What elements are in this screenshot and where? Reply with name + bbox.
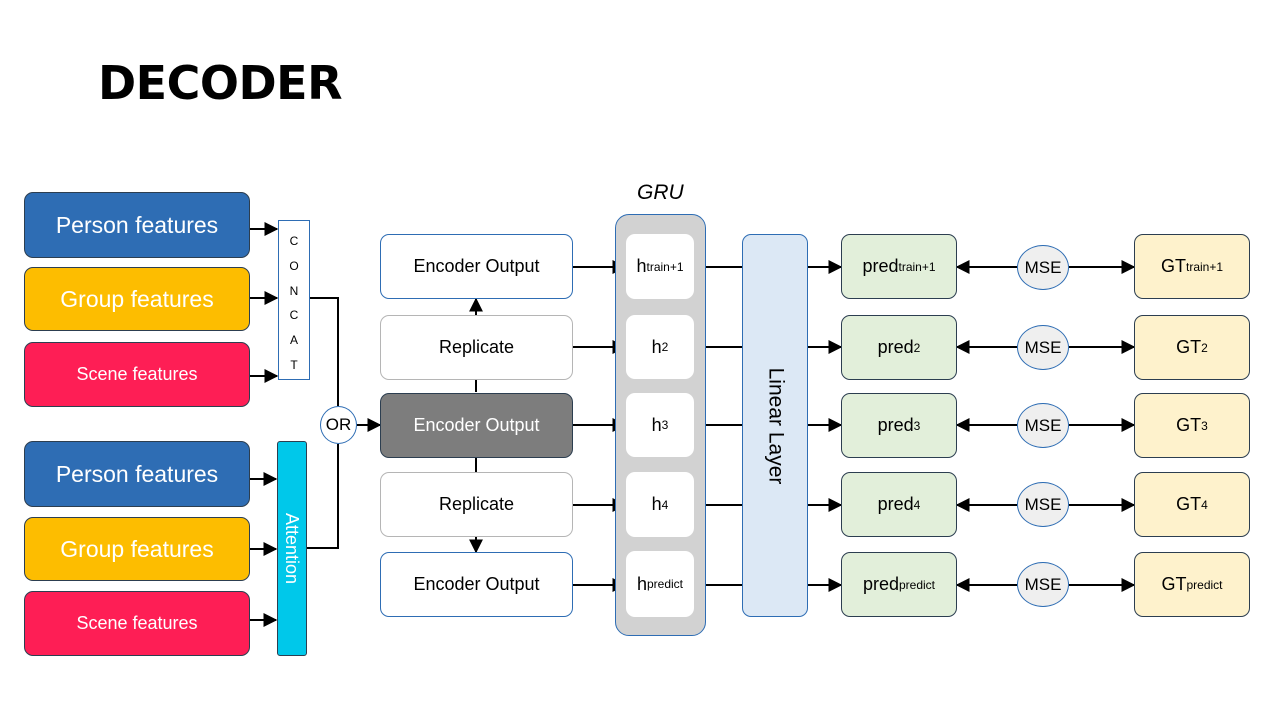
attention-label: Attention — [282, 512, 303, 585]
concat-letter: T — [290, 357, 298, 372]
mse-node: MSE — [1017, 562, 1069, 607]
encoder-output-box: Encoder Output — [380, 234, 573, 299]
mse-node: MSE — [1017, 325, 1069, 370]
concat-letter: N — [289, 283, 299, 298]
group-features-box: Group features — [24, 517, 250, 581]
group-features-box: Group features — [24, 267, 250, 331]
concat-letter: A — [289, 332, 298, 347]
replicate-box: Replicate — [380, 315, 573, 380]
concat-letter: C — [289, 308, 299, 323]
mse-node: MSE — [1017, 482, 1069, 527]
or-node: OR — [320, 406, 357, 444]
person-features-box: Person features — [24, 441, 250, 507]
mse-node: MSE — [1017, 403, 1069, 448]
encoder-output-box: Encoder Output — [380, 552, 573, 617]
encoder-output-box-active: Encoder Output — [380, 393, 573, 458]
replicate-box: Replicate — [380, 472, 573, 537]
scene-features-box: Scene features — [24, 342, 250, 407]
concat-letter: O — [289, 258, 299, 273]
concat-letter: C — [289, 234, 299, 249]
scene-features-box: Scene features — [24, 591, 250, 656]
person-features-box: Person features — [24, 192, 250, 258]
linear-layer-label: Linear Layer — [764, 367, 787, 484]
linear-layer: Linear Layer — [742, 234, 808, 617]
mse-node: MSE — [1017, 245, 1069, 290]
gru-label: GRU — [637, 181, 684, 204]
page-title: DECODER — [98, 56, 343, 110]
attention-box: Attention — [277, 441, 307, 656]
concat-box: C O N C A T — [278, 220, 310, 380]
